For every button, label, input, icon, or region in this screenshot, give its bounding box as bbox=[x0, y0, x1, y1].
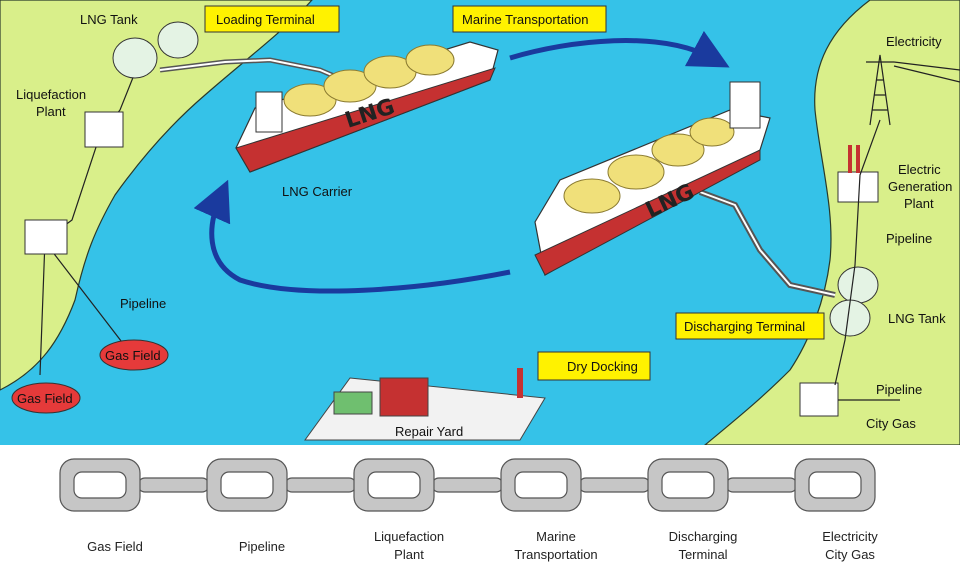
repair-yard-shed bbox=[333, 391, 373, 415]
chain-label-line1: Gas Field bbox=[87, 539, 143, 554]
label-city-gas: City Gas bbox=[866, 416, 916, 431]
callout-marine-transportation-text: Marine Transportation bbox=[462, 12, 588, 27]
chain-connector bbox=[284, 477, 357, 493]
chain-label-line1: Discharging bbox=[669, 529, 738, 544]
callout-dry-docking-text: Dry Docking bbox=[567, 359, 638, 374]
chain-label-line2: Transportation bbox=[514, 547, 597, 562]
repair-yard-lighthouse bbox=[517, 368, 523, 398]
repair-yard-drydock bbox=[379, 377, 429, 417]
pipeline-left-branch bbox=[44, 241, 129, 351]
chain-link-hole bbox=[514, 471, 568, 499]
chain-label-line1: Pipeline bbox=[239, 539, 285, 554]
label-pipeline-left: Pipeline bbox=[120, 296, 166, 311]
chain-label-line1: Liquefaction bbox=[374, 529, 444, 544]
marine-route-arrow-return bbox=[193, 179, 511, 294]
label-gas-field-1: Gas Field bbox=[105, 348, 161, 363]
label-liquefaction-line1: Liquefaction bbox=[16, 87, 86, 102]
chain-label-line2: Terminal bbox=[678, 547, 727, 562]
label-lng-carrier: LNG Carrier bbox=[282, 184, 353, 199]
chain-link-hole bbox=[73, 471, 127, 499]
chain-connector bbox=[578, 477, 651, 493]
label-repair-yard: Repair Yard bbox=[395, 424, 463, 439]
chain-connector bbox=[431, 477, 504, 493]
chain-link-hole bbox=[220, 471, 274, 499]
label-electricity: Electricity bbox=[886, 34, 942, 49]
discharging-jetty-inner bbox=[699, 191, 836, 296]
gas-field-1-marker bbox=[99, 339, 169, 371]
label-gas-field-2: Gas Field bbox=[17, 391, 73, 406]
right-land bbox=[703, 0, 960, 446]
lng-tank-left bbox=[112, 21, 199, 79]
label-electric-gen-line2: Generation bbox=[888, 179, 952, 194]
chain-connector bbox=[137, 477, 210, 493]
chain-label-line2: City Gas bbox=[825, 547, 875, 562]
electric-generation-plant-icon bbox=[837, 145, 879, 203]
lng-tank-right bbox=[829, 266, 879, 337]
chain-label-line1: Marine bbox=[536, 529, 576, 544]
lng-carrier-ship-top: LNG bbox=[235, 41, 499, 173]
callout-marine-transportation: Marine Transportation bbox=[452, 5, 607, 33]
city-gas-building bbox=[799, 382, 839, 417]
callout-loading-terminal-text: Loading Terminal bbox=[216, 12, 315, 27]
chain-connector bbox=[725, 477, 798, 493]
processing-building bbox=[24, 219, 68, 255]
gas-field-2-marker bbox=[11, 382, 81, 414]
pipeline-right bbox=[834, 119, 881, 386]
label-lng-tank-left: LNG Tank bbox=[80, 12, 138, 27]
chain-label-line2: Plant bbox=[394, 547, 424, 562]
chain-link-hole bbox=[661, 471, 715, 499]
electricity-tower-icon bbox=[866, 54, 960, 126]
chain-link-hole bbox=[808, 471, 862, 499]
label-electric-gen-line1: Electric bbox=[898, 162, 941, 177]
lng-carrier-ship-right: LNG bbox=[534, 81, 771, 276]
liquefaction-plant-building bbox=[84, 111, 124, 148]
callout-discharging-terminal-text: Discharging Terminal bbox=[684, 319, 805, 334]
label-liquefaction-line2: Plant bbox=[36, 104, 66, 119]
callout-dry-docking: Dry Docking bbox=[537, 351, 651, 381]
label-pipeline-right-upper: Pipeline bbox=[886, 231, 932, 246]
marine-route-arrow-outbound bbox=[509, 30, 730, 68]
label-electric-gen-line3: Plant bbox=[904, 196, 934, 211]
chain-label-line1: Electricity bbox=[822, 529, 878, 544]
callout-loading-terminal: Loading Terminal bbox=[204, 5, 340, 33]
callout-discharging-terminal: Discharging Terminal bbox=[675, 312, 825, 340]
left-land bbox=[0, 0, 313, 391]
label-lng-tank-right: LNG Tank bbox=[888, 311, 946, 326]
chain-link-hole bbox=[367, 471, 421, 499]
pipeline-left-main bbox=[39, 59, 141, 376]
label-pipeline-right-lower: Pipeline bbox=[876, 382, 922, 397]
